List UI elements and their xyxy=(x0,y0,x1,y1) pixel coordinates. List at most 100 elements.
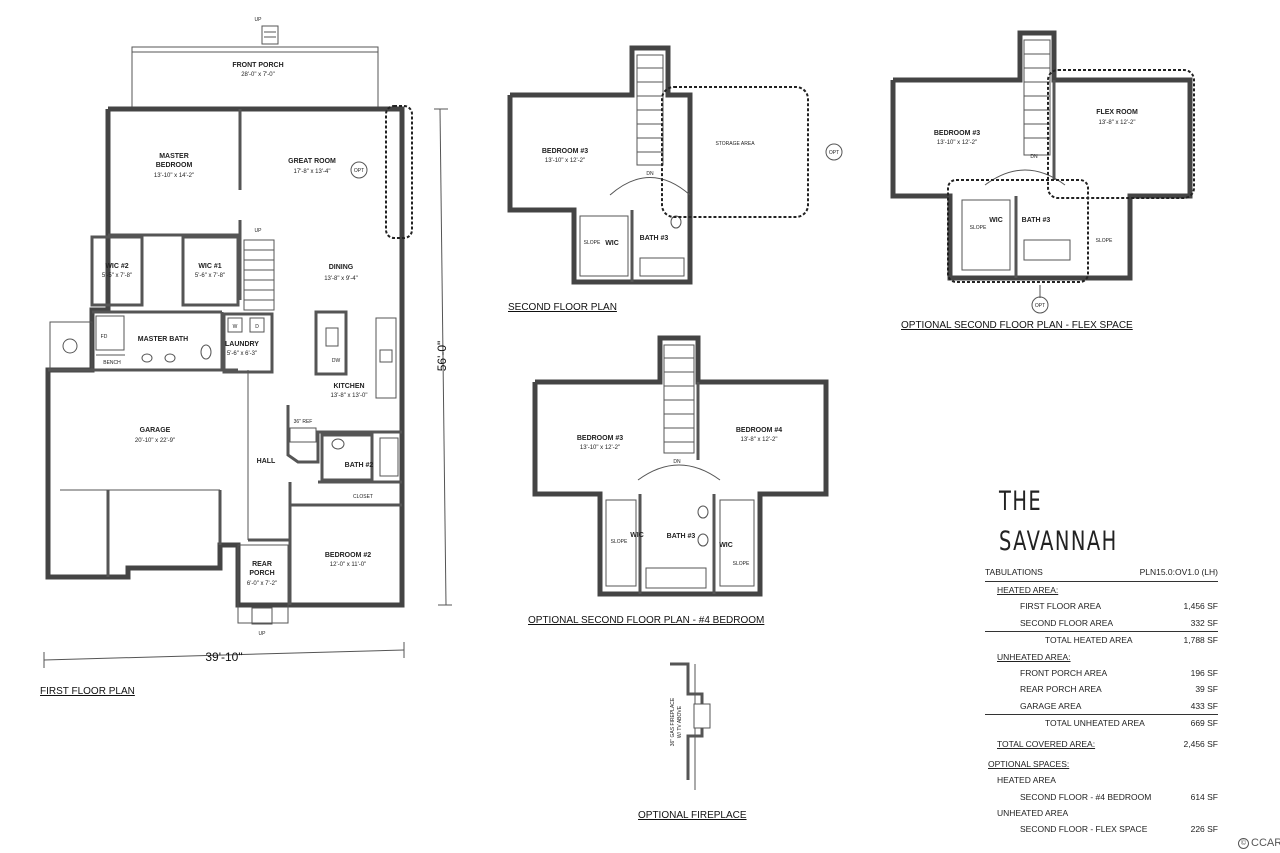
bedroom4-plan: DN BEDROOM #3 13'-10" x 12'-2" BEDROOM #… xyxy=(528,335,829,626)
sf-bedroom3-label: BEDROOM #3 xyxy=(542,148,588,155)
bedroom4-plan-exterior-wall xyxy=(532,335,829,597)
flex-room-dim: 13'-8" x 12'-2" xyxy=(1099,120,1136,126)
great-room-label: GREAT ROOM xyxy=(288,158,336,165)
front-porch-area-row: FRONT PORCH AREA 196 SF xyxy=(985,665,1218,681)
flex-bedroom3-label: BEDROOM #3 xyxy=(934,130,980,137)
first-floor-area-label: FIRST FLOOR AREA xyxy=(1020,601,1102,612)
total-unheated-row: TOTAL UNHEATED AREA 669 SF xyxy=(985,714,1218,731)
first-floor-stairs xyxy=(243,239,275,311)
storage-area-outline xyxy=(661,86,809,218)
opt-flex-value: 226 SF xyxy=(1190,824,1218,835)
bench-label: BENCH xyxy=(103,360,121,366)
opt-heated-heading: HEATED AREA xyxy=(997,775,1056,786)
ccar-label: CCAR xyxy=(1251,837,1280,849)
optional-fireplace-outline xyxy=(385,105,413,239)
opt-bedroom4-label: SECOND FLOOR - #4 BEDROOM xyxy=(1020,791,1152,802)
total-covered-row: TOTAL COVERED AREA: 2,456 SF xyxy=(985,736,1218,752)
flex-room-outline xyxy=(1047,69,1195,199)
first-floor-plan: UP UP xyxy=(40,17,452,697)
front-porch-area-value: 196 SF xyxy=(1190,667,1218,678)
bedroom2-label: BEDROOM #2 xyxy=(325,552,371,559)
kitchen-label: KITCHEN xyxy=(333,383,364,390)
rear-porch-area-row: REAR PORCH AREA 39 SF xyxy=(985,681,1218,697)
washer-label: W xyxy=(233,324,238,330)
front-up-label: UP xyxy=(255,17,263,23)
first-floor-opt-marker: OPT xyxy=(354,168,364,174)
heated-area-row: HEATED AREA: xyxy=(985,582,1218,598)
ccar-watermark: © CCAR xyxy=(1238,837,1280,849)
wic1-walls xyxy=(181,235,240,307)
flex-lower-outline xyxy=(947,179,1089,283)
wic1-label: WIC #1 xyxy=(198,263,221,270)
unheated-area-heading: UNHEATED AREA: xyxy=(997,651,1071,662)
kitchen-counter xyxy=(375,317,397,399)
flex-bedroom3-dim: 13'-10" x 12'-2" xyxy=(937,140,977,146)
garage-dim: 20'-10" x 22'-9" xyxy=(135,438,175,444)
tub-bath2 xyxy=(379,437,399,477)
sf-opt-marker: OPT xyxy=(829,150,839,156)
second-floor-area-label: SECOND FLOOR AREA xyxy=(1020,617,1114,628)
water-heater xyxy=(62,338,78,354)
optional-fireplace-title: OPTIONAL FIREPLACE xyxy=(638,810,747,821)
front-steps xyxy=(261,25,279,45)
front-porch-area-label: FRONT PORCH AREA xyxy=(1020,667,1108,678)
second-floor-plan-title: SECOND FLOOR PLAN xyxy=(508,302,617,313)
total-heated-value: 1,788 SF xyxy=(1183,635,1219,646)
tabulations-panel: THE SAVANNAH TABULATIONS PLN15.0:OV1.0 (… xyxy=(985,482,1218,838)
bath2-label: BATH #2 xyxy=(345,462,374,469)
rear-porch-dim: 6'-0" x 7'-2" xyxy=(247,581,277,587)
opt-bedroom4-row: SECOND FLOOR - #4 BEDROOM 614 SF xyxy=(985,789,1218,805)
front-porch-label: FRONT PORCH xyxy=(232,62,283,69)
depth-dim-label: 56'-0" xyxy=(435,341,449,372)
wic2-walls xyxy=(90,235,144,307)
depth-dim-line xyxy=(439,108,447,606)
flex-plan-stairs xyxy=(1023,39,1051,156)
first-floor-area-value: 1,456 SF xyxy=(1183,601,1219,612)
flex-dn-label: DN xyxy=(1030,154,1038,160)
second-floor-plan: DN OPT BEDROOM #3 13'-10" x 12'-2" STORA… xyxy=(507,45,843,313)
opt-unheated-row: UNHEATED AREA xyxy=(985,805,1218,821)
tabulations-label: TABULATIONS xyxy=(985,567,1043,577)
garage-area-value: 433 SF xyxy=(1190,700,1218,711)
fireplace-note-line1: 36" GAS FIREPLACE xyxy=(670,697,676,746)
master-bedroom-label-line2: BEDROOM xyxy=(156,162,193,169)
total-unheated-value: 669 SF xyxy=(1190,718,1218,729)
wic2-dim: 5'-5" x 7'-8" xyxy=(102,273,132,279)
fireplace-box xyxy=(693,703,711,729)
stairs-up-label: UP xyxy=(255,228,263,234)
closet-label: CLOSET xyxy=(353,494,373,500)
kitchen-dim: 13'-8" x 13'-0" xyxy=(331,393,368,399)
storage-area-label: STORAGE AREA xyxy=(715,141,755,147)
second-floor-area-value: 332 SF xyxy=(1190,617,1218,628)
first-floor-area-row: FIRST FLOOR AREA 1,456 SF xyxy=(985,598,1218,614)
optional-spaces-row: OPTIONAL SPACES: xyxy=(985,756,1218,772)
sf-wic-label: WIC xyxy=(605,240,619,247)
second-floor-area-row: SECOND FLOOR AREA 332 SF xyxy=(985,615,1218,631)
b4-bedroom3-label: BEDROOM #3 xyxy=(577,435,623,442)
rear-porch-label-line1: REAR xyxy=(252,561,272,568)
opt-bedroom4-value: 614 SF xyxy=(1190,791,1218,802)
master-bedroom-dim: 13'-10" x 14'-2" xyxy=(154,173,194,179)
total-heated-label: TOTAL HEATED AREA xyxy=(1045,635,1133,646)
heated-area-heading: HEATED AREA: xyxy=(997,585,1059,595)
wic1-dim: 5'-6" x 7'-8" xyxy=(195,273,225,279)
flex-plan-exterior-wall xyxy=(890,30,1193,281)
optional-fireplace-plan: 36" GAS FIREPLACE W/ TV ABOVE OPTIONAL F… xyxy=(638,662,747,821)
rear-porch-outline xyxy=(237,544,289,624)
unheated-area-row: UNHEATED AREA: xyxy=(985,649,1218,665)
garage-label: GARAGE xyxy=(140,427,171,434)
optional-spaces-heading: OPTIONAL SPACES: xyxy=(988,758,1070,769)
tabulations-header: TABULATIONS PLN15.0:OV1.0 (LH) xyxy=(985,564,1218,582)
sf-slope-label: SLOPE xyxy=(584,240,601,246)
garage-area-row: GARAGE AREA 433 SF xyxy=(985,698,1218,714)
flex-slope-label-1: SLOPE xyxy=(970,225,987,231)
flex-wic-label: WIC xyxy=(989,217,1003,224)
rear-up-label: UP xyxy=(259,631,267,637)
fd-label: FD xyxy=(101,334,108,340)
width-dim-label: 39'-10" xyxy=(205,650,242,664)
bedroom4-plan-stairs xyxy=(663,344,695,454)
hall-label: HALL xyxy=(257,458,276,465)
front-porch-dim: 28'-0" x 7'-0" xyxy=(241,72,275,78)
dishwasher-label: DW xyxy=(332,358,341,364)
